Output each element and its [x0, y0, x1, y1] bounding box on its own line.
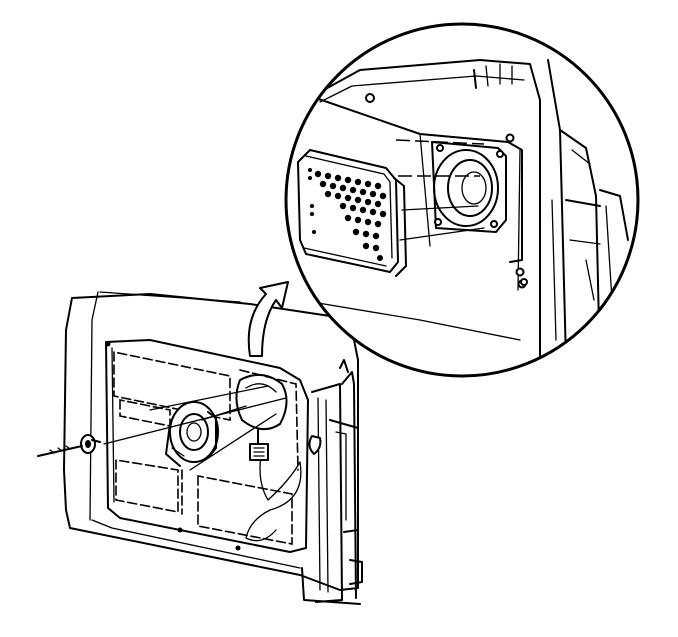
bolt-icon	[505, 133, 515, 143]
callout-arrow-icon	[247, 281, 289, 357]
alignment-lines	[103, 385, 287, 471]
bolt-icon	[105, 341, 111, 347]
speaker-icon	[169, 401, 219, 463]
wiring-harness	[245, 449, 302, 542]
bolt-icon	[365, 93, 375, 103]
bolt-icon	[515, 267, 525, 277]
screw-icon	[37, 434, 101, 457]
speaker-grille-icon	[297, 149, 407, 277]
speaker	[165, 401, 219, 467]
speaker-mounting-hole	[235, 373, 288, 431]
door-edge-rail	[301, 359, 363, 605]
bolt-icon	[235, 545, 241, 551]
speaker-connector	[249, 429, 269, 461]
bolt-icon	[520, 278, 528, 286]
grille-perforations	[308, 168, 387, 261]
detail-magnifier-circle	[284, 22, 640, 378]
speaker-icon	[431, 141, 507, 233]
bolt-icon	[177, 527, 183, 533]
